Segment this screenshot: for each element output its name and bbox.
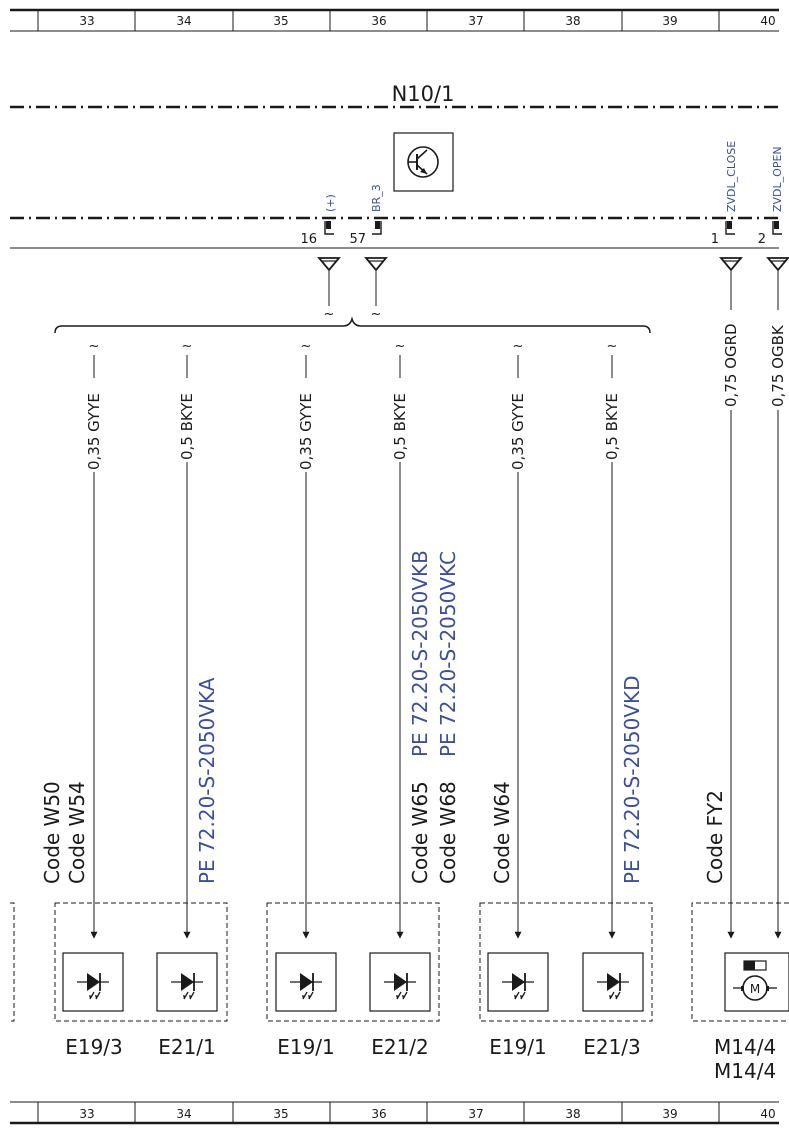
module-n10-1: N10/1 <box>10 82 779 220</box>
code-label: Code FY2 <box>703 790 727 884</box>
wire-label: 0,35 GYYE <box>85 393 103 470</box>
pin-number: 16 <box>300 232 317 247</box>
pin-number: 57 <box>349 232 366 247</box>
grid-col-label: 39 <box>662 1107 677 1121</box>
pin-16: 16 (+) ~ <box>300 194 341 322</box>
component-id: E19/3 <box>65 1035 123 1059</box>
wire-1: ~ 0,35 GYYE <box>85 339 103 939</box>
wire-group-brace <box>54 316 651 334</box>
pin-signal: ZVDL_CLOSE <box>725 141 738 212</box>
grid-col-label: 35 <box>273 14 288 28</box>
wire-6: ~ 0,5 BKYE <box>603 339 621 939</box>
pe-reference: PE 72.20-S-2050VKA <box>195 677 219 884</box>
wire-label: 0,5 BKYE <box>603 393 621 460</box>
motor-icon: M <box>724 952 789 1012</box>
pe-reference: PE 72.20-S-2050VKB <box>408 550 432 757</box>
pin-2: 2 ZVDL_OPEN <box>758 146 789 272</box>
component-id: M14/4 <box>714 1035 776 1059</box>
svg-text:~: ~ <box>182 339 193 354</box>
variant-labels: Code W50 Code W54 PE 72.20-S-2050VKA Cod… <box>40 550 727 884</box>
svg-text:~: ~ <box>301 339 312 354</box>
bottom-grid-ruler <box>10 1101 779 1125</box>
wire-2: ~ 0,5 BKYE <box>178 339 196 939</box>
wire-label: 0,35 GYYE <box>297 393 315 470</box>
grid-col-label: 34 <box>176 1107 191 1121</box>
grid-col-label: 36 <box>371 14 386 28</box>
component-id: E19/1 <box>489 1035 547 1059</box>
bottom-grid-labels: 33 34 35 36 37 38 39 40 <box>79 1107 775 1121</box>
component-id: E21/3 <box>583 1035 641 1059</box>
grid-col-label: 36 <box>371 1107 386 1121</box>
pin-57: 57 BR_3 ~ <box>349 184 388 322</box>
svg-text:~: ~ <box>395 339 406 354</box>
grid-col-label: 37 <box>468 1107 483 1121</box>
grid-col-label: 37 <box>468 14 483 28</box>
grid-col-label: 38 <box>565 14 580 28</box>
wire-8: 0,75 OGBK <box>769 270 787 939</box>
code-label: Code W65 <box>408 781 432 884</box>
grid-col-label: 35 <box>273 1107 288 1121</box>
led-e19-3 <box>62 952 124 1012</box>
wire-label: 0,5 BKYE <box>178 393 196 460</box>
svg-text:M: M <box>750 982 760 996</box>
component-labels: E19/3 E21/1 E19/1 E21/2 E19/1 E21/3 M14/… <box>65 1035 776 1083</box>
svg-text:~: ~ <box>371 307 382 322</box>
wire-label: 0,75 OGBK <box>769 324 787 407</box>
wire-label: 0,35 GYYE <box>509 393 527 470</box>
grid-col-label: 40 <box>760 14 775 28</box>
pin-1: 1 ZVDL_CLOSE <box>711 141 743 272</box>
component-groups <box>10 902 789 1022</box>
pin-signal: BR_3 <box>370 184 383 212</box>
wire-3: ~ 0,35 GYYE <box>297 339 315 939</box>
led-e19-1-b <box>487 952 549 1012</box>
wire-7: 0,75 OGRD <box>722 270 740 939</box>
pin-signal: (+) <box>324 194 337 212</box>
led-e21-3 <box>582 952 644 1012</box>
top-grid-labels: 33 34 35 36 37 38 39 40 <box>79 14 775 28</box>
pe-reference: PE 72.20-S-2050VKD <box>620 675 644 884</box>
pe-reference: PE 72.20-S-2050VKC <box>436 551 460 757</box>
svg-text:~: ~ <box>89 339 100 354</box>
wire-4: ~ 0,5 BKYE <box>391 339 409 939</box>
grid-col-label: 33 <box>79 14 94 28</box>
component-id: M14/4 <box>714 1059 776 1083</box>
svg-text:~: ~ <box>324 307 335 322</box>
pin-signal: ZVDL_OPEN <box>771 146 784 212</box>
grid-col-label: 34 <box>176 14 191 28</box>
code-label: Code W64 <box>490 781 514 884</box>
code-label: Code W50 <box>40 781 64 884</box>
pin-number: 1 <box>711 232 719 247</box>
grid-col-label: 40 <box>760 1107 775 1121</box>
svg-text:~: ~ <box>607 339 618 354</box>
wire-5: ~ 0,35 GYYE <box>509 339 527 939</box>
grid-col-label: 39 <box>662 14 677 28</box>
code-label: Code W54 <box>65 781 89 884</box>
pin-number: 2 <box>758 232 766 247</box>
top-grid-ruler <box>10 8 779 32</box>
code-label: Code W68 <box>436 781 460 884</box>
led-e19-1 <box>275 952 337 1012</box>
wire-label: 0,5 BKYE <box>391 393 409 460</box>
component-id: E19/1 <box>277 1035 335 1059</box>
wire-label: 0,75 OGRD <box>722 323 740 407</box>
led-e21-1 <box>156 952 218 1012</box>
component-id: E21/2 <box>371 1035 429 1059</box>
module-name: N10/1 <box>392 82 455 106</box>
transistor-icon <box>393 132 454 192</box>
grid-col-label: 33 <box>79 1107 94 1121</box>
grid-col-label: 38 <box>565 1107 580 1121</box>
component-id: E21/1 <box>158 1035 216 1059</box>
svg-text:~: ~ <box>513 339 524 354</box>
led-e21-2 <box>369 952 431 1012</box>
